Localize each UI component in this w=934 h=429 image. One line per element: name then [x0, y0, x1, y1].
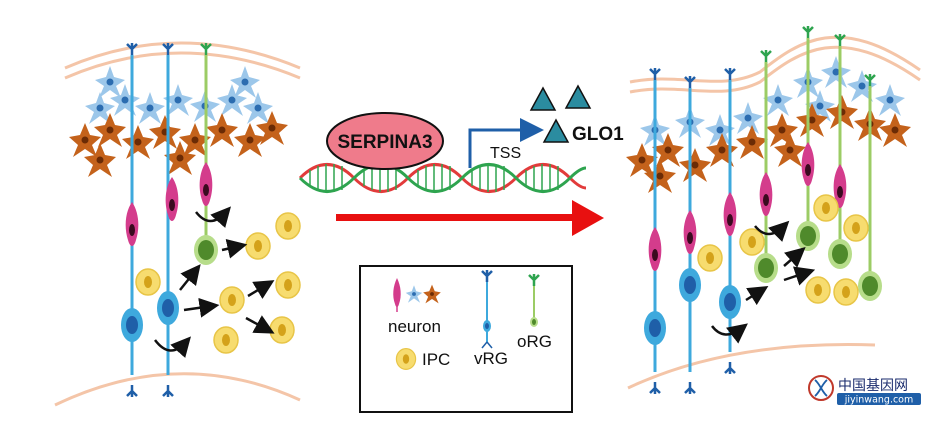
- dna-logo-icon: [808, 375, 834, 401]
- vrg-cell: [121, 308, 143, 342]
- right-cortex-panel: [626, 24, 921, 396]
- legend-org-label: oRG: [517, 332, 552, 351]
- transition-arrow: [336, 200, 604, 236]
- dna-helix: [298, 163, 587, 193]
- mechanism-panel: SERPINA3 TSS GLO1 neuron: [298, 84, 624, 413]
- watermark-url: jiyinwang.com: [844, 395, 914, 406]
- glo1-proteins: [529, 84, 592, 143]
- vrg-legend-icon: [480, 268, 494, 349]
- glo1-label: GLO1: [572, 124, 624, 145]
- legend-neuron-label: neuron: [388, 317, 441, 336]
- migrating-neuron: [125, 202, 139, 246]
- ipc-cells: [135, 212, 301, 354]
- legend-vrg-label: vRG: [474, 349, 508, 368]
- site-watermark: 中国基因网 jiyinwang.com: [808, 375, 921, 406]
- legend-ipc-label: IPC: [422, 350, 450, 369]
- glo1-triangle-icon: [529, 86, 557, 111]
- org-cell: [194, 235, 218, 265]
- ventricular-surface-right: [627, 343, 876, 390]
- pial-surface-expanded: [629, 35, 921, 84]
- ventricular-surface: [54, 372, 301, 407]
- tss-label: TSS: [490, 145, 521, 162]
- neuron-legend-icon: [393, 278, 441, 312]
- serpina3-label: SERPINA3: [337, 132, 432, 153]
- serpina3-protein: [326, 112, 444, 170]
- org-fibers-right: [759, 24, 877, 280]
- pial-surface: [64, 41, 301, 70]
- brown-neuron-layer: [69, 111, 288, 177]
- ipc-legend-icon: [395, 348, 417, 370]
- watermark-chinese: 中国基因网: [838, 377, 908, 394]
- org-legend-icon: [527, 272, 541, 327]
- blue-neuron-layer: [85, 66, 273, 124]
- division-arrows-right: [711, 220, 816, 344]
- division-arrows: [154, 206, 275, 358]
- legend-box: neuron IPC vRG oRG: [359, 265, 573, 413]
- tss-arrow: [468, 118, 544, 168]
- left-cortex-panel: [54, 41, 301, 407]
